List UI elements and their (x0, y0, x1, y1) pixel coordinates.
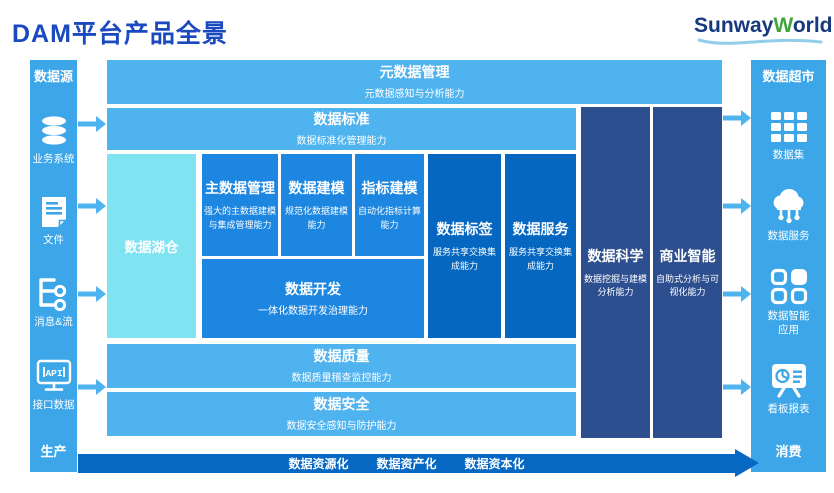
stream-icon (39, 278, 67, 312)
block-data-service: 数据服务 服务共享交换集成能力 (505, 154, 576, 338)
apps-icon (770, 269, 807, 305)
flow-arrow-icon (78, 116, 106, 132)
sidebar-item-label: 接口数据 (32, 399, 75, 412)
right-sidebar-footer: 消费 (775, 444, 802, 459)
sunwayworld-logo: SunwayWorld (694, 14, 833, 48)
value-chain-label: 数据资本化 (464, 457, 525, 471)
sidebar-item-label: 看板报表 (767, 402, 810, 415)
value-chain-label: 数据资产化 (376, 457, 437, 471)
flow-arrow-icon (78, 379, 106, 395)
sidebar-item-label: 数据智能应用 (767, 310, 810, 336)
file-icon (41, 196, 68, 229)
right-sidebar-header: 数据超市 (762, 69, 815, 84)
block-data-security: 数据安全 数据安全感知与防护能力 (107, 392, 576, 436)
block-data-lakehouse: 数据湖仓 (107, 154, 196, 338)
right-sidebar-data-mart: 数据超市 数据集 (751, 60, 826, 472)
block-data-label: 数据标签 服务共享交换集成能力 (428, 154, 501, 338)
block-business-intelligence: 商业智能 自助式分析与可视化能力 (653, 107, 722, 438)
sidebar-item-label: 文件 (43, 233, 64, 246)
dashboard-icon (771, 363, 806, 398)
list-item: 消息&流 (34, 275, 73, 329)
cloud-service-icon (773, 189, 803, 224)
block-data-development: 数据开发 一体化数据开发治理能力 (202, 259, 424, 338)
api-icon-text: API (45, 368, 62, 379)
value-chain-arrowhead-icon (735, 449, 759, 477)
value-chain-arrow: 数据资源化 数据资产化 数据资本化 (78, 449, 759, 477)
block-data-modeling: 数据建模 规范化数据建模能力 (281, 154, 352, 256)
sidebar-item-label: 业务系统 (32, 152, 75, 165)
api-icon: API (36, 359, 71, 391)
list-item: 数据集 (770, 110, 808, 162)
left-sidebar-data-sources: 数据源 业务系统 文件 (30, 60, 77, 472)
logo-swoosh-icon (697, 38, 823, 45)
block-data-standard: 数据标准 数据标准化管理能力 (107, 108, 576, 150)
block-master-data-management: 主数据管理 强大的主数据建模与集成管理能力 (202, 154, 278, 256)
list-item: API 接口数据 (33, 358, 75, 412)
block-data-quality: 数据质量 数据质量稽查监控能力 (107, 344, 576, 388)
dataset-grid-icon (770, 112, 807, 143)
list-item: 看板报表 (768, 362, 810, 416)
page-title: DAM平台产品全景 (12, 20, 228, 48)
left-sidebar-header: 数据源 (33, 69, 73, 84)
left-sidebar-footer: 生产 (40, 444, 67, 459)
flow-arrow-icon (723, 286, 751, 302)
right-sidebar-items: 数据集 数据服务 数 (751, 85, 826, 441)
left-sidebar-items: 业务系统 文件 消息&流 (30, 85, 77, 441)
list-item: 数据智能应用 (763, 268, 815, 336)
list-item: 数据服务 (768, 187, 810, 243)
value-chain-arrow-body: 数据资源化 数据资产化 数据资本化 (78, 454, 735, 473)
value-chain-label: 数据资源化 (288, 457, 349, 471)
block-indicator-modeling: 指标建模 自动化指标计算能力 (355, 154, 424, 256)
sidebar-item-label: 数据集 (772, 149, 805, 162)
logo-text: SunwayWorld (694, 14, 833, 37)
flow-arrow-icon (78, 198, 106, 214)
flow-arrow-icon (723, 198, 751, 214)
list-item: 业务系统 (33, 114, 75, 166)
list-item: 文件 (37, 195, 71, 247)
database-icon (41, 116, 66, 145)
block-metadata-management: 元数据管理 元数据感知与分析能力 (107, 60, 722, 104)
sidebar-item-label: 消息&流 (34, 316, 73, 329)
block-data-science: 数据科学 数据挖掘与建模分析能力 (581, 107, 650, 438)
flow-arrow-icon (723, 110, 751, 126)
flow-arrow-icon (723, 379, 751, 395)
flow-arrow-icon (78, 286, 106, 302)
sidebar-item-label: 数据服务 (767, 230, 810, 243)
